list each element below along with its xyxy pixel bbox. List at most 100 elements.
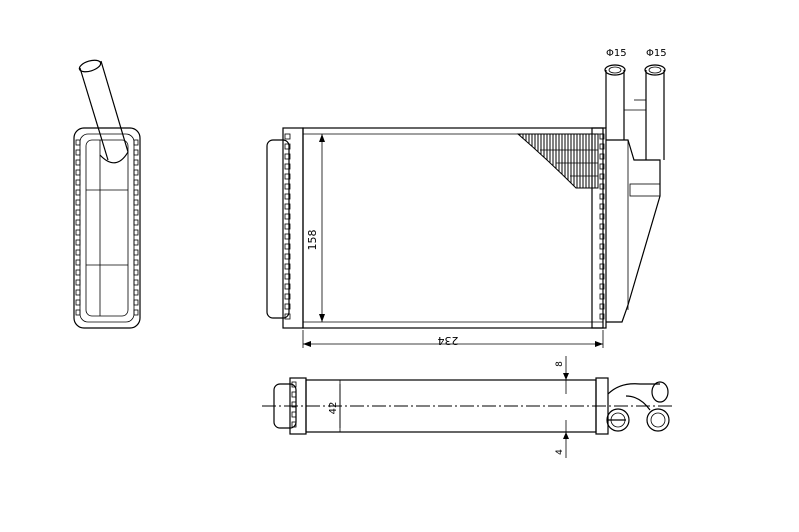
front-left-rib [284,203,291,210]
front-right-rib [599,253,605,260]
front-right-rib [599,233,605,240]
side-rib [133,299,139,306]
top-left-rib [291,391,297,398]
front-right-tank-ribs [599,133,605,320]
core-width-label: 234 [438,334,459,347]
side-rib [133,169,139,176]
top-left-rib [291,381,297,388]
side-rib [133,139,139,146]
side-rib [133,149,139,156]
side-rib [133,209,139,216]
front-left-rib [284,143,291,150]
side-rib [75,199,81,206]
front-left-rib [284,163,291,170]
side-rib [133,259,139,266]
front-left-rib [284,153,291,160]
outlet-tubes [604,64,666,160]
front-left-rib [284,263,291,270]
bottom-offset-label: 4 [555,449,565,455]
front-right-rib [599,293,605,300]
front-right-rib [599,283,605,290]
side-rib [75,279,81,286]
front-right-rib [599,143,605,150]
front-right-rib [599,213,605,220]
front-right-rib [599,173,605,180]
front-right-rib [599,303,605,310]
side-view-tank-ribs [75,139,139,316]
front-left-rib [284,213,291,220]
side-rib [75,229,81,236]
front-right-rib [599,263,605,270]
front-left-rib [284,283,291,290]
top-view-pipes [606,381,670,432]
front-left-rib [284,173,291,180]
front-left-rib [284,273,291,280]
side-rib [75,139,81,146]
side-rib [75,159,81,166]
side-rib [75,249,81,256]
front-left-rib [284,183,291,190]
front-right-rib [599,163,605,170]
front-left-rib [284,313,291,320]
side-rib [133,219,139,226]
front-left-rib [284,193,291,200]
front-right-rib [599,183,605,190]
top-left-tank-ribs [291,381,297,428]
front-right-rib [599,243,605,250]
top-left-rib [291,401,297,408]
side-rib [133,159,139,166]
tube-right-diameter-label: Φ15 [646,48,667,59]
side-rib [133,269,139,276]
side-rib [75,289,81,296]
side-rib [75,169,81,176]
core-depth-label: 42 [328,402,339,415]
side-rib [75,309,81,316]
side-rib [133,239,139,246]
front-left-rib [284,233,291,240]
side-rib [133,309,139,316]
offset-dimensions: 8 4 [555,356,569,458]
side-rib [75,189,81,196]
front-right-rib [599,273,605,280]
side-rib [133,279,139,286]
front-left-tank-ribs [284,133,291,320]
front-right-rib [599,223,605,230]
top-left-rib [291,421,297,428]
width-dimension: 234 [302,330,604,348]
side-rib [75,269,81,276]
side-rib [75,209,81,216]
front-view: Φ15 Φ15 158 234 [266,48,667,348]
front-left-rib [284,243,291,250]
top-offset-label: 8 [555,361,565,367]
front-left-rib [284,223,291,230]
side-rib [133,199,139,206]
front-right-rib [599,203,605,210]
side-view [73,59,141,329]
side-view-tube [78,59,129,164]
front-right-rib [599,313,605,320]
height-dimension: 158 [306,134,325,322]
side-rib [133,289,139,296]
front-left-rib [284,293,291,300]
side-rib [133,249,139,256]
front-left-rib [284,303,291,310]
front-right-rib [599,193,605,200]
side-rib [75,179,81,186]
side-rib [75,299,81,306]
side-rib [133,229,139,236]
depth-dimension: 42 [328,384,341,428]
side-rib [133,179,139,186]
top-view: 42 8 4 [262,356,672,458]
side-rib [75,219,81,226]
side-rib [75,239,81,246]
front-right-rib [599,133,605,140]
side-rib [75,149,81,156]
front-left-rib [284,253,291,260]
tube-left-diameter-label: Φ15 [606,48,627,59]
core-height-label: 158 [306,230,319,251]
front-right-rib [599,153,605,160]
top-left-rib [291,411,297,418]
front-left-rib [284,133,291,140]
side-rib [133,189,139,196]
